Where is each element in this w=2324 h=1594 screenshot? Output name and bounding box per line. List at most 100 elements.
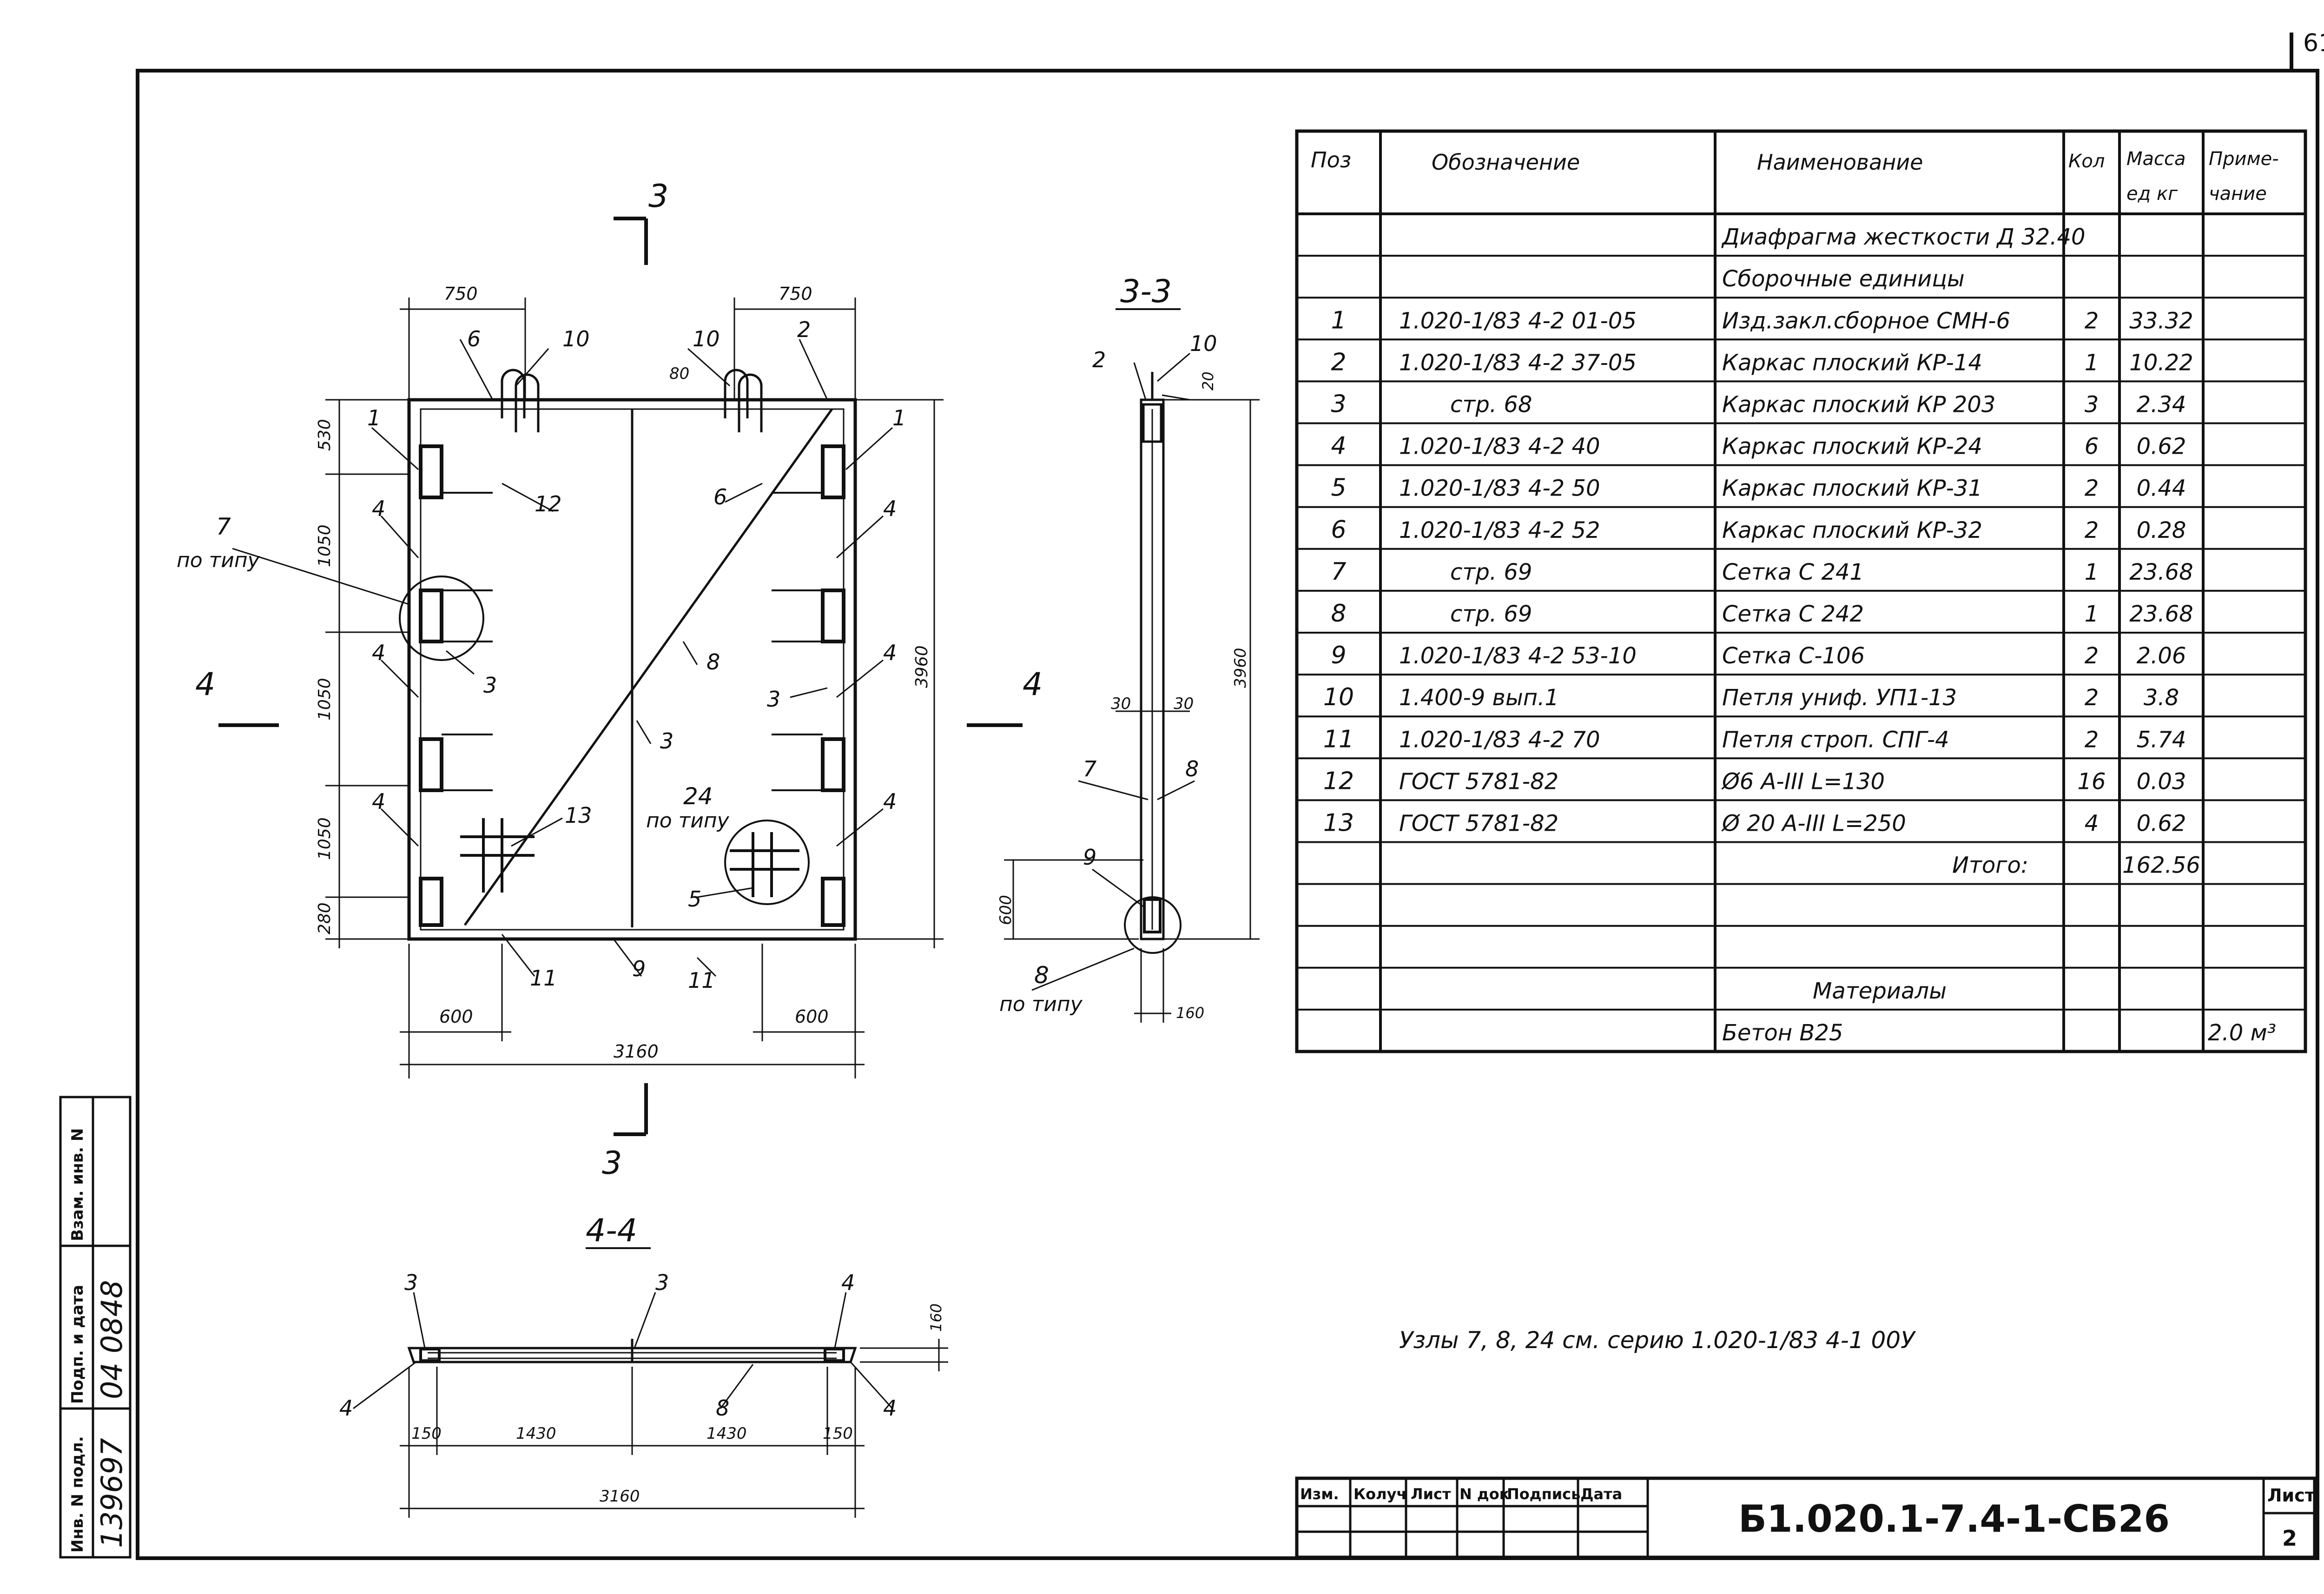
node-7-num: 7 — [216, 513, 231, 540]
spec-cell-pos: 11 — [1323, 725, 1354, 753]
spec-cell-name: Бетон В25 — [1722, 1020, 1843, 1046]
sec44-dim-150-right: 150 — [823, 1424, 853, 1443]
leader-1-left: 1 — [367, 405, 381, 430]
spec-cell-name: Сетка С 242 — [1722, 601, 1864, 627]
spec-cell-qty: 2 — [2085, 517, 2099, 543]
spec-cell-name: Итого: — [1952, 853, 2028, 879]
leader-4-b: 4 — [883, 496, 897, 521]
sec33-leader-10: 10 — [1190, 331, 1217, 356]
spec-cell-pos: 7 — [1331, 558, 1346, 586]
tb-header-kol: Колуч — [1353, 1485, 1406, 1503]
spec-cell-qty: 2 — [2085, 643, 2099, 669]
spec-cell-qty: 6 — [2085, 434, 2099, 460]
stamp-label-sign: Подп. и дата — [68, 1285, 87, 1404]
sec33-dim-30-left: 30 — [1111, 694, 1131, 713]
spec-cell-designation: 1.020-1/83 4-2 01-05 — [1399, 308, 1637, 334]
tb-sheet-label: Лист — [2267, 1485, 2315, 1506]
spec-cell-pos: 12 — [1323, 767, 1354, 795]
spec-cell-note: 2.0 м³ — [2208, 1020, 2276, 1046]
spec-cell-designation: стр. 69 — [1450, 601, 1532, 627]
spec-table — [1295, 129, 2307, 1053]
spec-cell-mass: 33.32 — [2129, 308, 2193, 334]
spec-cell-mass: 3.8 — [2144, 685, 2179, 711]
section-mark-bottom: 3 — [602, 1145, 622, 1182]
sec33-dim-160: 160 — [1176, 1004, 1204, 1022]
elevation-view — [218, 217, 1023, 1136]
node-24-label: по типу — [646, 809, 730, 833]
sec33-leader-2: 2 — [1092, 347, 1106, 372]
spec-cell-name: Каркас плоский КР-32 — [1722, 517, 1982, 543]
sec33-node-8-label: по типу — [999, 992, 1083, 1016]
spec-cell-qty: 2 — [2085, 727, 2099, 753]
spec-header-mass-2: ед кг — [2126, 183, 2178, 205]
tb-header-list: Лист — [1411, 1485, 1451, 1503]
spec-cell-name: Петля строп. СПГ-4 — [1722, 727, 1949, 753]
spec-cell-mass: 162.56 — [2122, 853, 2200, 879]
leader-13: 13 — [565, 803, 592, 828]
spec-cell-qty: 3 — [2085, 392, 2099, 418]
sec33-leader-9: 9 — [1083, 845, 1096, 870]
spec-cell-pos: 4 — [1331, 432, 1346, 460]
side-stamp — [59, 1096, 132, 1559]
spec-header-note-2: чание — [2209, 183, 2267, 205]
sec44-leader-3-left: 3 — [404, 1270, 418, 1295]
stamp-label-replace: Взам. инв. N — [68, 1128, 87, 1241]
title-block — [1295, 1476, 2317, 1559]
spec-cell-qty: 2 — [2085, 476, 2099, 502]
tb-document-code: Б1.020.1-7.4-1-СБ26 — [1738, 1497, 2170, 1541]
dim-left-3: 1050 — [315, 678, 334, 721]
spec-cell-qty: 16 — [2077, 768, 2106, 794]
spec-cell-pos: 6 — [1331, 516, 1346, 544]
stamp-label-inv: Инв. N подл. — [68, 1436, 87, 1553]
spec-cell-name: Сборочные единицы — [1722, 266, 1965, 292]
leader-4-f: 4 — [883, 789, 897, 814]
leader-3-c: 3 — [767, 687, 780, 712]
leader-4-c: 4 — [372, 640, 385, 665]
leader-10-right: 10 — [693, 326, 720, 351]
stamp-value-inv: 139697 — [95, 1438, 129, 1548]
dim-left-1: 530 — [315, 419, 334, 451]
leader-4-d: 4 — [883, 640, 897, 665]
spec-cell-name: Сетка С-106 — [1722, 643, 1865, 669]
spec-cell-name: Каркас плоский КР-24 — [1722, 434, 1982, 460]
spec-cell-designation: 1.020-1/83 4-2 37-05 — [1399, 350, 1637, 376]
dim-left-5: 280 — [315, 902, 334, 934]
spec-cell-qty: 4 — [2085, 811, 2099, 837]
spec-cell-mass: 2.34 — [2137, 392, 2186, 418]
leader-2: 2 — [797, 317, 811, 342]
sec33-leader-8: 8 — [1185, 756, 1199, 781]
dim-top-right: 750 — [779, 284, 812, 304]
leader-3-b: 3 — [660, 728, 673, 754]
spec-cell-name: Диафрагма жесткости Д 32.40 — [1721, 224, 2086, 250]
sec33-leader-7: 7 — [1083, 756, 1096, 781]
node-24-num: 24 — [683, 783, 713, 810]
spec-cell-designation: 1.020-1/83 4-2 50 — [1399, 476, 1600, 502]
sec44-dim-160: 160 — [927, 1303, 945, 1332]
spec-cell-name: Ø6 A-III L=130 — [1721, 768, 1885, 794]
spec-cell-qty: 1 — [2085, 601, 2099, 627]
dim-left-2: 1050 — [315, 524, 334, 567]
leader-11-b: 11 — [688, 968, 715, 993]
spec-cell-name: Сетка С 241 — [1722, 559, 1864, 585]
tb-header-ndok: N док — [1459, 1485, 1510, 1503]
spec-cell-designation: стр. 68 — [1450, 392, 1532, 418]
spec-cell-qty: 1 — [2085, 350, 2099, 376]
spec-cell-pos: 9 — [1331, 642, 1346, 669]
drawing-note: Узлы 7, 8, 24 см. серию 1.020-1/83 4-1 0… — [1399, 1327, 1916, 1354]
spec-cell-mass: 5.74 — [2137, 727, 2186, 753]
spec-header-note-1: Приме- — [2209, 148, 2279, 170]
tb-header-izm: Изм. — [1300, 1485, 1339, 1503]
leader-8: 8 — [706, 649, 720, 675]
leader-1-right: 1 — [892, 405, 906, 430]
leader-10-left: 10 — [562, 326, 590, 351]
spec-cell-pos: 1 — [1331, 306, 1346, 334]
spec-header-name: Наименование — [1757, 150, 1923, 175]
sec44-leader-3-mid: 3 — [655, 1270, 669, 1295]
spec-cell-qty: 2 — [2085, 308, 2099, 334]
leader-3-a: 3 — [483, 673, 497, 698]
spec-cell-mass: 23.68 — [2129, 601, 2193, 627]
section-mark-top: 3 — [648, 178, 668, 215]
spec-cell-qty: 1 — [2085, 559, 2099, 585]
node-7-label: по типу — [177, 549, 260, 572]
